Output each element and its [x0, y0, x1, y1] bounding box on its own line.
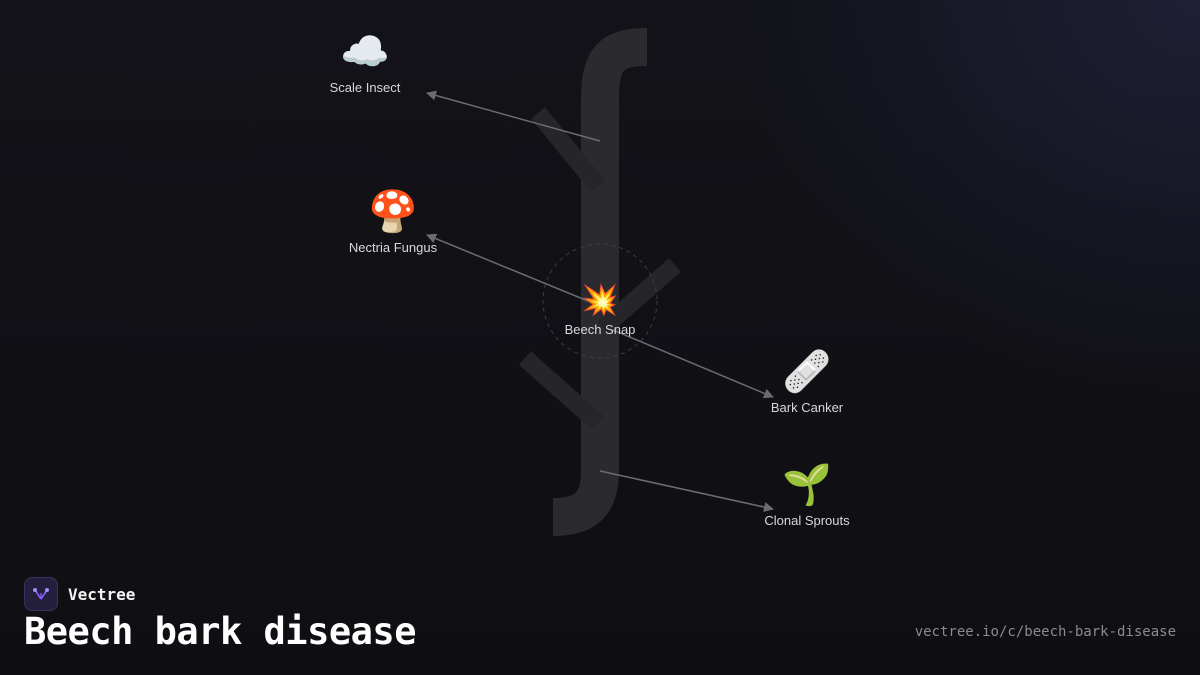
node-clonal-sprouts[interactable]: 🌱 Clonal Sprouts — [727, 461, 887, 528]
brand-name: Vectree — [68, 584, 136, 604]
node-beech-snap[interactable]: 💥 Beech Snap — [520, 283, 680, 338]
node-bark-canker[interactable]: 🩹 Bark Canker — [727, 348, 887, 415]
cloud-icon: ☁️ — [340, 29, 390, 75]
node-label: Beech Snap — [564, 322, 636, 337]
edge-beech-snap-to-nectria-fungus — [426, 233, 601, 307]
page-url[interactable]: vectree.io/c/beech-bark-disease — [914, 624, 1176, 640]
node-label: Nectria Fungus — [348, 240, 438, 255]
center-ring — [542, 243, 658, 359]
collision-icon: 💥 — [581, 283, 619, 318]
node-label: Scale Insect — [329, 80, 401, 95]
node-scale-insect[interactable]: ☁️ Scale Insect — [285, 28, 445, 95]
vectree-logo-icon — [24, 577, 58, 611]
page-title: Beech bark disease — [24, 610, 416, 653]
edge-beech-snap-to-clonal-sprouts — [599, 470, 774, 512]
bandage-icon: 🩹 — [782, 349, 832, 395]
mushroom-icon: 🍄 — [368, 189, 418, 235]
seedling-icon: 🌱 — [782, 462, 832, 508]
node-label: Clonal Sprouts — [764, 513, 850, 528]
node-label: Bark Canker — [770, 400, 844, 415]
edge-beech-snap-to-bark-canker — [612, 329, 774, 399]
edge-beech-snap-to-scale-insect — [426, 90, 601, 142]
brand[interactable]: Vectree — [24, 577, 135, 611]
node-nectria-fungus[interactable]: 🍄 Nectria Fungus — [313, 188, 473, 255]
